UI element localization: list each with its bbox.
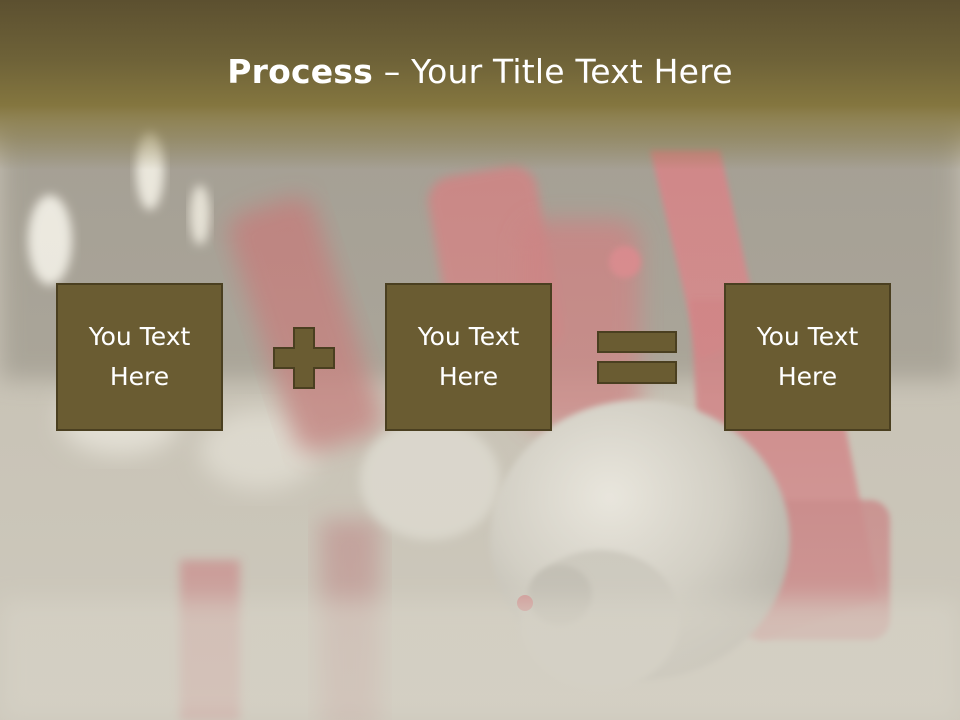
title-band bbox=[0, 0, 960, 170]
plus-icon bbox=[273, 327, 335, 389]
process-box-2[interactable]: You Text Here bbox=[385, 283, 552, 431]
process-box-3[interactable]: You Text Here bbox=[724, 283, 891, 431]
process-box-3-text: You Text Here bbox=[756, 322, 859, 391]
process-box-2-text: You Text Here bbox=[417, 322, 520, 391]
slide-title: Process – Your Title Text Here bbox=[0, 52, 960, 91]
equals-icon bbox=[597, 331, 677, 384]
process-box-1[interactable]: You Text Here bbox=[56, 283, 223, 431]
process-box-1-text: You Text Here bbox=[88, 322, 191, 391]
title-separator: – bbox=[373, 52, 412, 91]
title-rest: Your Title Text Here bbox=[411, 52, 733, 91]
title-bold: Process bbox=[227, 52, 373, 91]
